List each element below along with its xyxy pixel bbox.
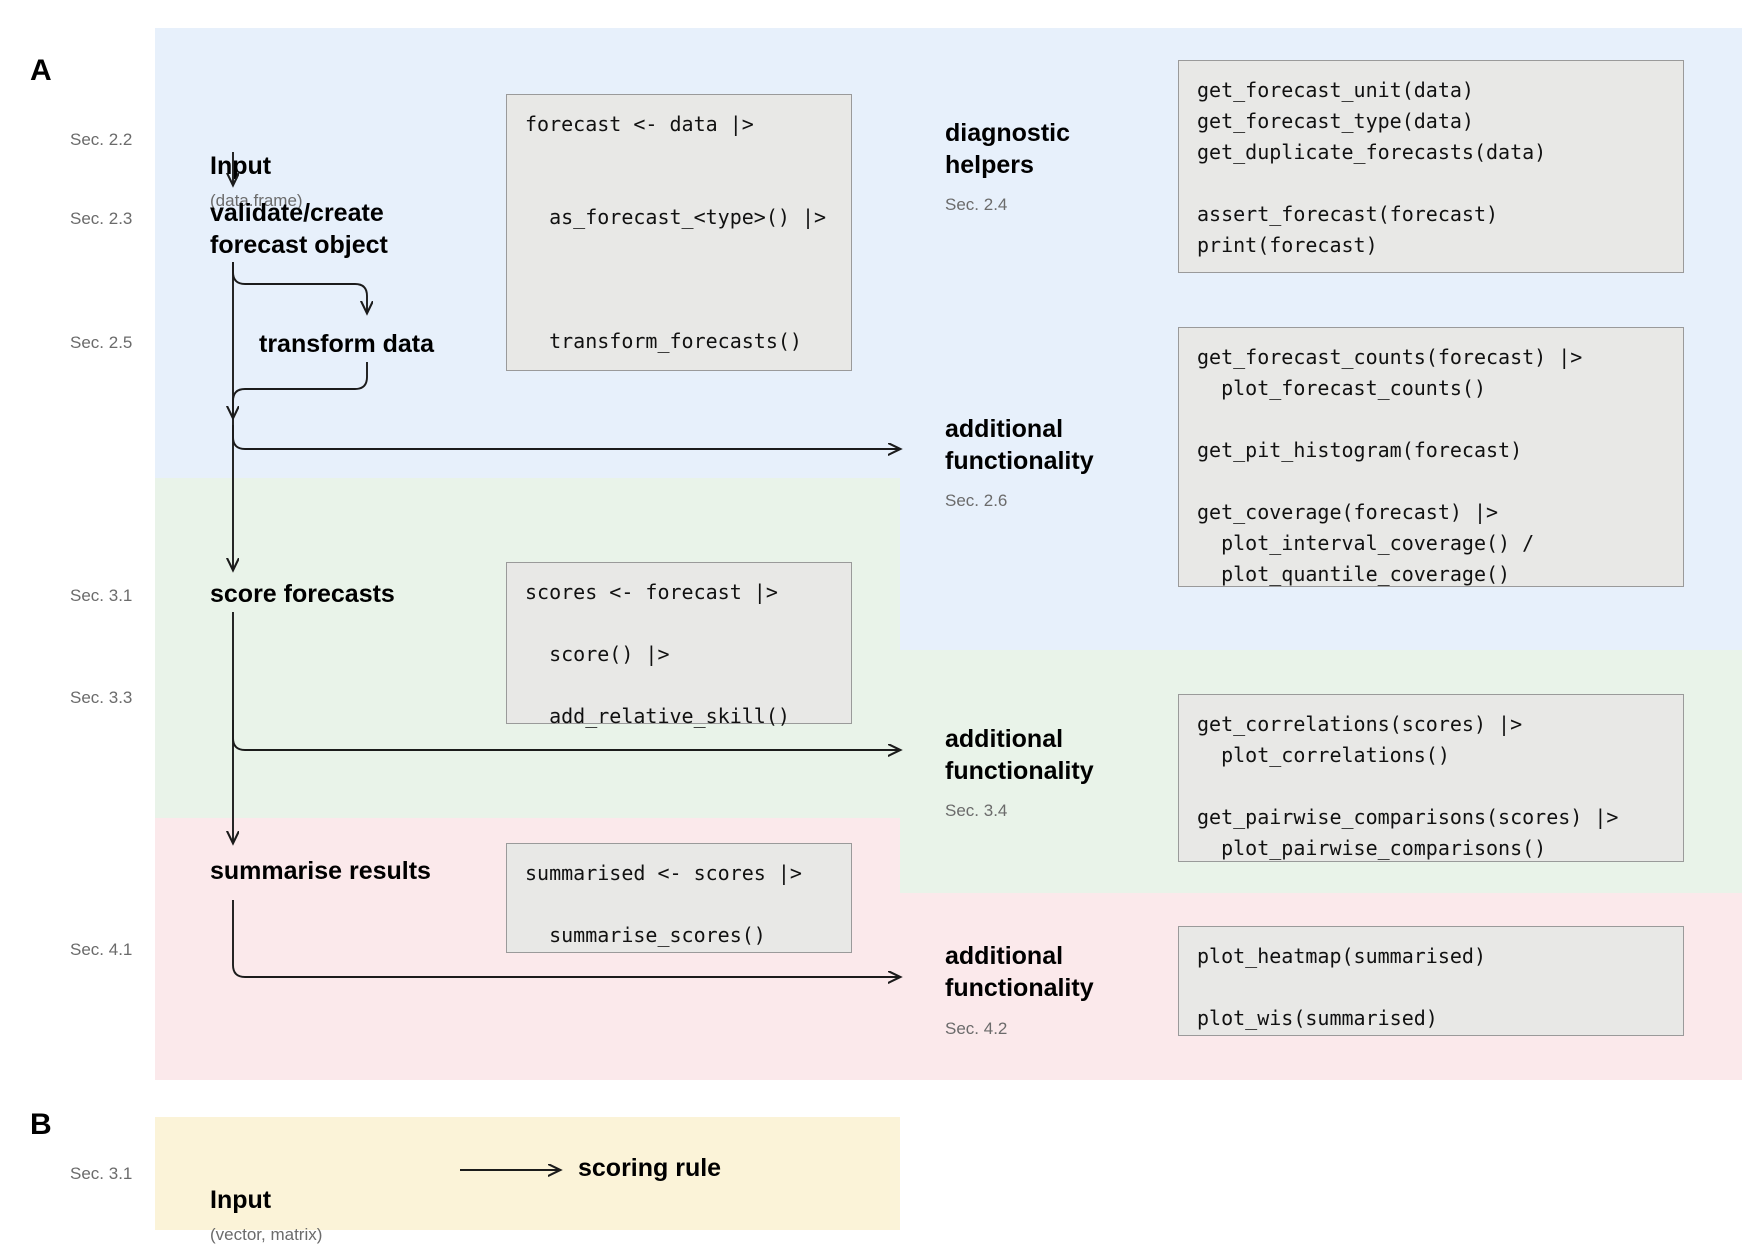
section-label-3-1: Sec. 3.1 <box>70 586 133 605</box>
caption-additional-functionality-2-6: additional functionality <box>945 415 1094 475</box>
caption-additional-functionality-2-6-sec: Sec. 2.6 <box>945 491 1008 510</box>
band-panelb-yellow <box>155 1117 900 1230</box>
node-input: Input (data.frame) <box>210 118 303 214</box>
code-block-summarise-pipeline: summarised <- scores |> summarise_scores… <box>506 843 852 953</box>
code-block-diagnostic-helpers: get_forecast_unit(data) get_forecast_typ… <box>1178 60 1684 273</box>
section-label-2-3: Sec. 2.3 <box>70 209 133 228</box>
panel-b-letter: B <box>30 1108 52 1141</box>
code-block-additional-functionality-3-4: get_correlations(scores) |> plot_correla… <box>1178 694 1684 862</box>
caption-additional-functionality-4-2: additional functionality <box>945 942 1094 1002</box>
node-summarise-results: summarise results <box>210 857 431 885</box>
section-label-4-1: Sec. 4.1 <box>70 940 133 959</box>
code-block-score-pipeline: scores <- forecast |> score() |> add_rel… <box>506 562 852 728</box>
caption-diagnostic-helpers: diagnostic helpers <box>945 119 1071 179</box>
section-label-2-5: Sec. 2.5 <box>70 333 133 352</box>
code-block-additional-functionality-2-6: get_forecast_counts(forecast) |> plot_fo… <box>1178 327 1684 587</box>
panel-b-scoring-rule: scoring rule <box>578 1154 722 1182</box>
panel-a-letter: A <box>30 54 52 87</box>
panel-b-input-label: Input <box>210 1186 272 1214</box>
section-label-3-3: Sec. 3.3 <box>70 688 133 707</box>
node-transform-data: transform data <box>259 330 435 358</box>
section-label-2-2: Sec. 2.2 <box>70 130 133 149</box>
caption-diagnostic-helpers-sec: Sec. 2.4 <box>945 195 1008 214</box>
node-score-forecasts: score forecasts <box>210 580 395 608</box>
code-block-forecast-pipeline: forecast <- data |> as_forecast_<type>()… <box>506 94 852 371</box>
panel-b-input-note: (vector, matrix) <box>210 1225 323 1244</box>
section-label-b-3-1: Sec. 3.1 <box>70 1164 133 1183</box>
node-input-note: (data.frame) <box>210 191 303 210</box>
node-validate-create-forecast-object: validate/create forecast object <box>210 199 388 259</box>
caption-additional-functionality-4-2-sec: Sec. 4.2 <box>945 1019 1008 1038</box>
code-block-additional-functionality-4-2: plot_heatmap(summarised) plot_wis(summar… <box>1178 926 1684 1036</box>
node-input-label: Input <box>210 152 272 180</box>
panel-b-input: Input (vector, matrix) <box>210 1152 322 1248</box>
caption-additional-functionality-3-4-sec: Sec. 3.4 <box>945 801 1008 820</box>
caption-additional-functionality-3-4: additional functionality <box>945 725 1094 785</box>
